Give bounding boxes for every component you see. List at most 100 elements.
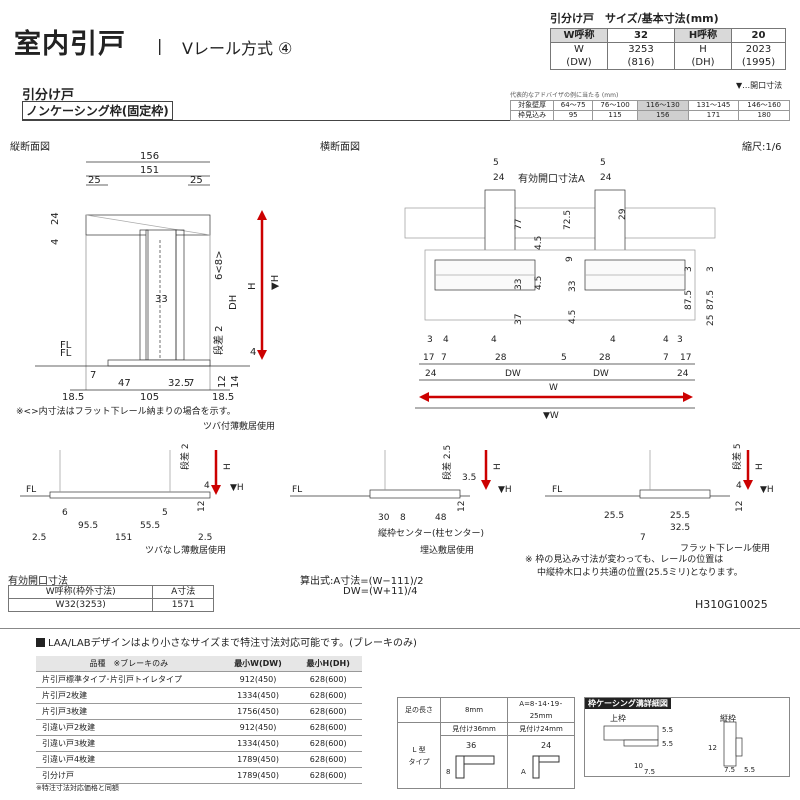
section-sub: ノンケーシング枠(固定枠) [22,101,173,120]
svg-text:25: 25 [706,315,716,326]
svg-text:7: 7 [663,353,669,363]
svg-text:12: 12 [197,501,207,512]
svg-text:4: 4 [610,335,616,345]
sill-details-drawing: FL 6 95.5 55.5 5 2.5 151 2.5 段差 2 4 12 H… [20,443,774,543]
min-cell: 1334(450) [221,687,295,704]
svg-text:12: 12 [217,375,228,388]
svg-text:24: 24 [425,369,437,379]
svg-text:FL: FL [552,485,562,495]
wall-table: 対象壁厚 64～75 76～100 116～130 131～145 146～16… [509,100,790,121]
min-cell: 912(450) [221,719,295,736]
wall-cell: 171 [687,110,740,121]
svg-text:7: 7 [188,378,194,389]
wall-cell-highlight: 116～130 [636,100,689,111]
wall-cell: 146～160 [738,100,790,111]
frame-note-1: ※ 枠の見込み寸法が変わっても、レールの位置は [525,555,724,565]
w-label: W呼称 [550,28,608,43]
svg-text:32.5: 32.5 [168,378,190,389]
svg-text:▼H: ▼H [230,483,244,493]
svg-text:H: H [755,463,765,470]
svg-text:4: 4 [443,335,449,345]
svg-text:33: 33 [568,281,578,292]
svg-text:5.5: 5.5 [744,766,755,774]
svg-text:24: 24 [493,173,505,183]
svg-text:▼W: ▼W [543,411,559,420]
l-shape-8-icon: 36 8 [446,741,495,779]
svg-text:7.5: 7.5 [644,768,655,774]
wall-row2-label: 枠見込み [509,110,555,121]
leg-header: 足の長さ [397,697,441,723]
sub-caption-3: 埋込敷居使用 [420,546,475,556]
min-size-table: 品種 ※ブレーキのみ 最小W(DW) 最小H(DH) 片引戸標準タイプ･片引戸ト… [36,656,362,784]
svg-text:8: 8 [400,513,406,523]
wall-note: 代表的なアドバイザの例に当たる (mm) [510,92,619,99]
l-shape-a-icon: 24 A [521,741,560,779]
svg-text:18.5: 18.5 [212,392,234,403]
h-row-value: 2023 (1995) [731,42,786,70]
svg-text:18.5: 18.5 [62,392,84,403]
leg-header: 8mm [440,697,508,723]
min-cell: 1789(450) [221,767,295,784]
svg-text:24: 24 [600,173,612,183]
notice-text: LAA/LABデザインはより小さなサイズまで特注寸法対応可能です。(ブレーキのみ… [36,634,417,649]
svg-text:36: 36 [466,741,476,750]
center-label: 縦枠センター(柱センター) [378,529,485,539]
svg-text:FL: FL [60,348,72,359]
svg-text:4.5: 4.5 [568,310,578,324]
svg-text:A: A [521,768,526,776]
min-cell: 628(600) [294,767,362,784]
groove-top-label: 上枠 [610,714,626,723]
svg-text:156: 156 [140,151,159,162]
min-cell: 片引戸標準タイプ･片引戸トイレタイプ [36,671,222,688]
svg-text:28: 28 [599,353,611,363]
leg-sub: 見付け24mm [507,722,575,736]
svg-text:7.5: 7.5 [724,766,735,774]
horizontal-section-drawing: 5 24 5 24 77 72.5 29 4.5 33 4.5 37 9 33 … [404,158,716,420]
svg-text:段差 2.5: 段差 2.5 [441,445,453,480]
svg-text:2.5: 2.5 [198,533,212,543]
svg-text:4: 4 [250,347,256,358]
section-rule [22,120,788,121]
svg-text:段差 5: 段差 5 [731,443,743,470]
svg-text:6<8>: 6<8> [214,251,225,280]
svg-text:25.5: 25.5 [604,511,624,521]
min-cell: 628(600) [294,735,362,752]
min-footnote: ※特注寸法対応価格と同額 [36,784,119,792]
svg-text:151: 151 [140,165,159,176]
wall-cell: 95 [553,110,594,121]
min-cell: 引違い戸2枚建 [36,719,222,736]
min-cell: 1756(450) [221,703,295,720]
wall-cell: 180 [738,110,790,121]
svg-text:8: 8 [446,768,450,776]
wall-cell: 64～75 [553,100,594,111]
svg-text:9: 9 [565,256,575,262]
svg-text:25.5: 25.5 [670,511,690,521]
sub-caption-4: フラット下レール使用 [680,544,771,554]
window-note: ▼…開口寸法 [736,81,783,90]
svg-text:H: H [493,463,503,470]
svg-text:DW: DW [505,369,521,379]
fl-label: FL [60,340,72,351]
svg-text:4: 4 [736,481,742,491]
svg-text:DH: DH [228,295,239,310]
title-separator: | [157,36,163,55]
svg-text:H: H [223,463,233,470]
size-caption: 引分け戸 サイズ/基本寸法(mm) [550,12,719,25]
svg-text:3: 3 [427,335,433,345]
svg-text:25: 25 [88,175,101,186]
min-cell: 1789(450) [221,751,295,768]
min-cell: 1334(450) [221,735,295,752]
svg-text:4.5: 4.5 [534,276,544,290]
min-cell: 引分け戸 [36,767,222,784]
svg-text:33: 33 [155,294,168,305]
svg-text:10: 10 [634,762,643,770]
svg-text:28: 28 [495,353,507,363]
bottom-rule [0,628,800,629]
groove-detail-box [584,697,790,777]
min-header: 品種 ※ブレーキのみ [36,656,222,672]
svg-text:5: 5 [493,158,499,168]
h-value: 20 [731,28,786,43]
